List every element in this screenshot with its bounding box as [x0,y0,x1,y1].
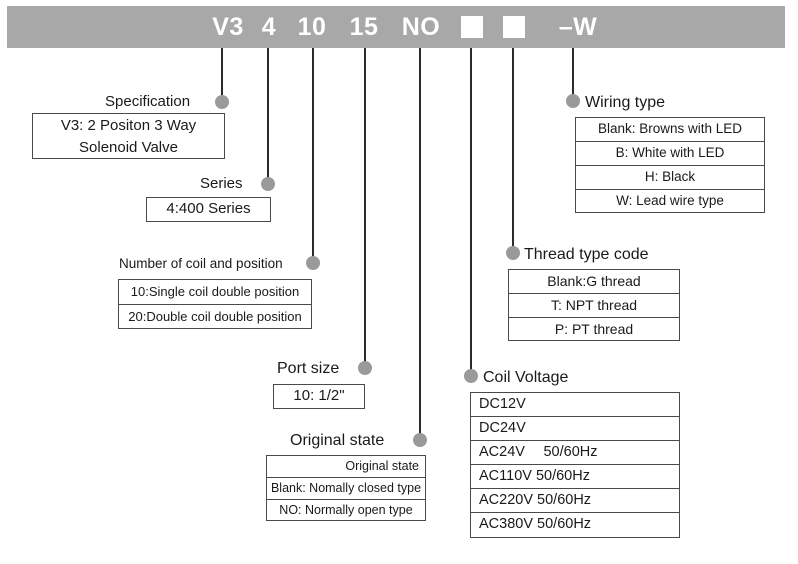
dot-series [261,177,275,191]
coil-voltage-row-6: AC380V 50/60Hz [479,516,592,532]
coil-voltage-table: DC12V DC24V AC24V 50/60Hz AC110V 50/60Hz… [470,392,680,538]
dot-coil-voltage [464,369,478,383]
original-state-row-2: NO: Normally open type [279,503,413,517]
coil-position-table: 10:Single coil double position 20:Double… [118,279,312,329]
code-blank-square-coil-voltage [461,16,483,38]
wiring-type-row-4: W: Lead wire type [616,193,724,208]
leader-line-original-state [419,48,421,434]
caption-thread-type: Thread type code [524,246,649,263]
leader-line-wiring-type [572,48,574,96]
leader-line-coil-voltage [470,48,472,370]
coil-voltage-row-2: DC24V [471,417,679,441]
caption-specification: Specification [105,93,191,110]
dot-original-state [413,433,427,447]
series-box: 4:400 Series [146,197,271,222]
code-token-series: 4 [261,13,277,41]
code-token-port-size: 15 [349,13,379,41]
leader-line-coil-position [312,48,314,257]
code-token-wiring-type: –W [558,13,598,41]
thread-type-row-2: T: NPT thread [509,294,679,318]
caption-port-size: Port size [277,360,340,377]
caption-original-state: Original state [290,432,385,449]
leader-line-thread-type [512,48,514,247]
series-value: 4:400 Series [166,200,251,217]
port-size-value: 10: 1/2" [293,387,345,404]
caption-coil-voltage: Coil Voltage [483,369,569,386]
product-code-bar: V3 4 10 15 NO –W [7,6,785,48]
thread-type-row-3: P: PT thread [554,321,634,337]
wiring-type-row-1: Blank: Browns with LED [576,118,764,142]
wiring-type-row-3: H: Black [576,166,764,190]
code-blank-square-thread-type [503,16,525,38]
leader-line-specification [221,48,223,98]
specification-box: V3: 2 Positon 3 Way Solenoid Valve [32,113,225,159]
specification-line-2: Solenoid Valve [79,139,178,156]
code-token-coil-position: 10 [297,13,327,41]
leader-line-port-size [364,48,366,362]
coil-voltage-row-3: AC24V 50/60Hz [471,441,679,465]
caption-coil-position: Number of coil and position [119,256,283,271]
coil-voltage-row-5: AC220V 50/60Hz [471,489,679,513]
coil-voltage-row-4: AC110V 50/60Hz [471,465,679,489]
leader-line-series [267,48,269,180]
coil-voltage-row-1: DC12V [471,393,679,417]
dot-thread-type [506,246,520,260]
coil-position-row-1: 10:Single coil double position [119,280,311,305]
wiring-type-row-2: B: White with LED [576,142,764,166]
code-token-specification: V3 [212,13,244,41]
original-state-row-1: Blank: Nomally closed type [267,478,425,500]
specification-line-1: V3: 2 Positon 3 Way [60,117,197,134]
original-state-row-header: Original state [267,456,425,478]
port-size-box: 10: 1/2" [273,384,365,409]
dot-port-size [358,361,372,375]
thread-type-row-1: Blank:G thread [509,270,679,294]
caption-wiring-type: Wiring type [585,94,666,111]
wiring-type-table: Blank: Browns with LED B: White with LED… [575,117,765,213]
dot-specification [215,95,229,109]
original-state-table: Original state Blank: Nomally closed typ… [266,455,426,521]
coil-position-row-2: 20:Double coil double position [128,309,302,324]
dot-coil-position [306,256,320,270]
code-token-original-state: NO [401,13,441,41]
thread-type-table: Blank:G thread T: NPT thread P: PT threa… [508,269,680,341]
dot-wiring-type [566,94,580,108]
caption-series: Series [200,175,243,192]
